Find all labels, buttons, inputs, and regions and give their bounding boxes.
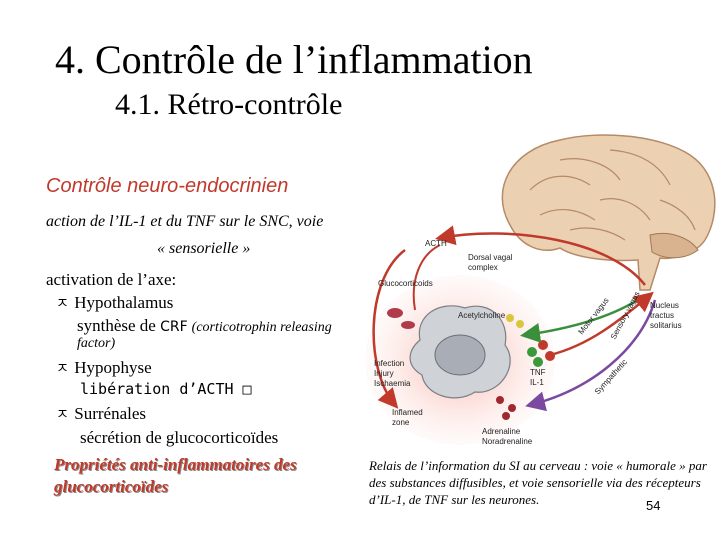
- hypothalamus-label: Hypothalamus: [74, 293, 174, 312]
- item-hypothalamus: ㅈ Hypothalamus: [56, 293, 173, 313]
- figure-caption: Relais de l’information du SI au cerveau…: [369, 458, 707, 507]
- adrenaline-dot: [502, 412, 510, 420]
- label-zone: zone: [392, 418, 410, 427]
- cytokine-dot: [545, 351, 555, 361]
- arrow-icon: ㅈ: [56, 408, 69, 423]
- cytokine-dot: [527, 347, 537, 357]
- cell-nucleus: [434, 334, 486, 376]
- intro-line-2: « sensorielle »: [157, 240, 251, 257]
- brain-immune-figure: ACTH Glucocorticoids Dorsal vagal comple…: [365, 134, 716, 446]
- glucocorticoid-secretion: sécrétion de glucocorticoïdes: [80, 428, 279, 447]
- label-nucleus: Nucleus: [650, 301, 679, 310]
- label-glucocorticoids: Glucocorticoids: [378, 279, 433, 288]
- crf-description: (corticotrophin releasing: [191, 320, 332, 335]
- label-complex: complex: [468, 263, 498, 272]
- slide-subtitle: 4.1. Rétro-contrôle: [115, 88, 343, 121]
- section-heading: Contrôle neuro-endocrinien: [46, 175, 289, 197]
- sympathetic-arrow: [525, 299, 657, 412]
- cytokine-dot: [538, 340, 548, 350]
- sensory-vagus-arrow: [549, 291, 654, 357]
- synthese-label: synthèse de: [77, 316, 161, 335]
- adrenaline-dot: [496, 396, 504, 404]
- intro-line-1: action de l’IL-1 et du TNF sur le SNC, v…: [46, 213, 324, 230]
- label-acth: ACTH: [425, 239, 447, 248]
- acetylcholine-dot: [506, 314, 514, 322]
- vesicle: [401, 321, 415, 329]
- anti-inflammatory-properties: Propriétés anti-inflammatoires des gluco…: [54, 455, 297, 496]
- glucocorticoid-feedback-arrow: [412, 244, 441, 311]
- surrenales-label: Surrénales: [74, 404, 147, 423]
- label-tnf: TNF: [530, 368, 546, 377]
- label-dorsal-vagal: Dorsal vagal: [468, 253, 513, 262]
- label-solitarius: solitarius: [650, 321, 682, 330]
- crf-line: synthèse de CRF (corticotrophin releasin…: [77, 316, 332, 336]
- item-surrenales: ㅈ Surrénales: [56, 404, 146, 424]
- label-infection: Infection: [374, 359, 404, 368]
- acth-arrow: [435, 225, 646, 286]
- label-adrenaline: Adrenaline: [482, 427, 521, 436]
- arrow-icon: ㅈ: [56, 362, 69, 377]
- label-noradrenaline: Noradrenaline: [482, 437, 533, 446]
- label-il1: IL-1: [530, 378, 544, 387]
- label-ischaemia: Ischaemia: [374, 379, 411, 388]
- acth-liberation: libération d’ACTH □: [80, 380, 252, 398]
- adrenaline-dot: [508, 404, 516, 412]
- item-hypophyse: ㅈ Hypophyse: [56, 358, 152, 378]
- label-injury: Injury: [374, 369, 394, 378]
- crf-label: CRF: [160, 319, 188, 335]
- glucocorticoid-arrow: [372, 249, 406, 409]
- hypophyse-label: Hypophyse: [74, 358, 152, 377]
- label-acetylcholine: Acetylcholine: [458, 311, 506, 320]
- cytokine-dot: [533, 357, 543, 367]
- arrow-icon: ㅈ: [56, 297, 69, 312]
- brain-illustration: [501, 134, 716, 291]
- crf-description-2: factor): [77, 336, 116, 351]
- label-tractus: tractus: [650, 311, 674, 320]
- label-sensory-vagus: Sensory vagus: [609, 290, 642, 341]
- page-number: 54: [646, 498, 661, 513]
- vesicle: [387, 308, 403, 318]
- acetylcholine-dot: [516, 320, 524, 328]
- axis-heading: activation de l’axe:: [46, 270, 177, 289]
- slide-title: 4. Contrôle de l’inflammation: [55, 37, 533, 82]
- label-inflamed: Inflamed: [392, 408, 423, 417]
